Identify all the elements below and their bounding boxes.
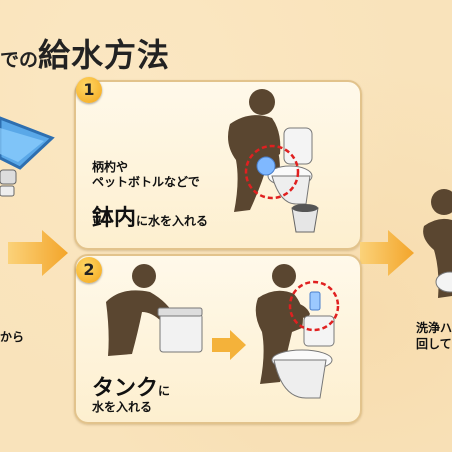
toilet-icon — [271, 315, 335, 399]
arrow-right-icon — [360, 230, 414, 276]
step-2-illustration-right — [255, 264, 340, 399]
step-1-text: 柄杓や ペットボトルなどで — [92, 160, 200, 190]
arrow-right-icon — [8, 230, 68, 276]
title-prefix: での — [0, 49, 39, 71]
step-1-line1: 柄杓や — [92, 160, 129, 174]
step-1-line2: ペットボトルなどで — [92, 175, 200, 189]
person-silhouette-icon — [106, 264, 176, 356]
step-2-rest: 水を入れる — [92, 400, 153, 414]
step-2-emphasis: タンク — [92, 376, 159, 401]
right-caption-line1: 洗浄ハ — [416, 321, 452, 335]
left-caption-fragment: から — [0, 330, 25, 344]
bathtub-icon — [0, 116, 55, 197]
step-2-particle: に — [158, 384, 171, 398]
step-2-illustration-left — [106, 264, 203, 356]
step-1-emphasis: 鉢内 — [92, 206, 137, 231]
step-1-illustration — [228, 89, 319, 233]
page-title: での給水方法 — [0, 30, 170, 76]
step-1-instruction: 鉢内に水を入れる — [92, 200, 208, 232]
toilet-icon — [157, 307, 203, 353]
right-caption-line2: 回して — [416, 337, 452, 351]
step-1-rest: に水を入れる — [136, 214, 209, 228]
step-1-badge: 1 — [76, 77, 102, 103]
person-silhouette-icon — [228, 89, 281, 212]
bucket-icon — [291, 204, 319, 233]
toilet-icon — [435, 271, 452, 293]
arrow-right-icon — [212, 330, 246, 360]
step-2-instruction: タンクに — [92, 370, 170, 402]
step-3-illustration — [423, 189, 452, 298]
title-main: 給水方法 — [38, 36, 171, 74]
step-2-badge: 2 — [76, 257, 102, 283]
right-caption-fragment: 洗浄ハ 回して — [416, 320, 452, 352]
